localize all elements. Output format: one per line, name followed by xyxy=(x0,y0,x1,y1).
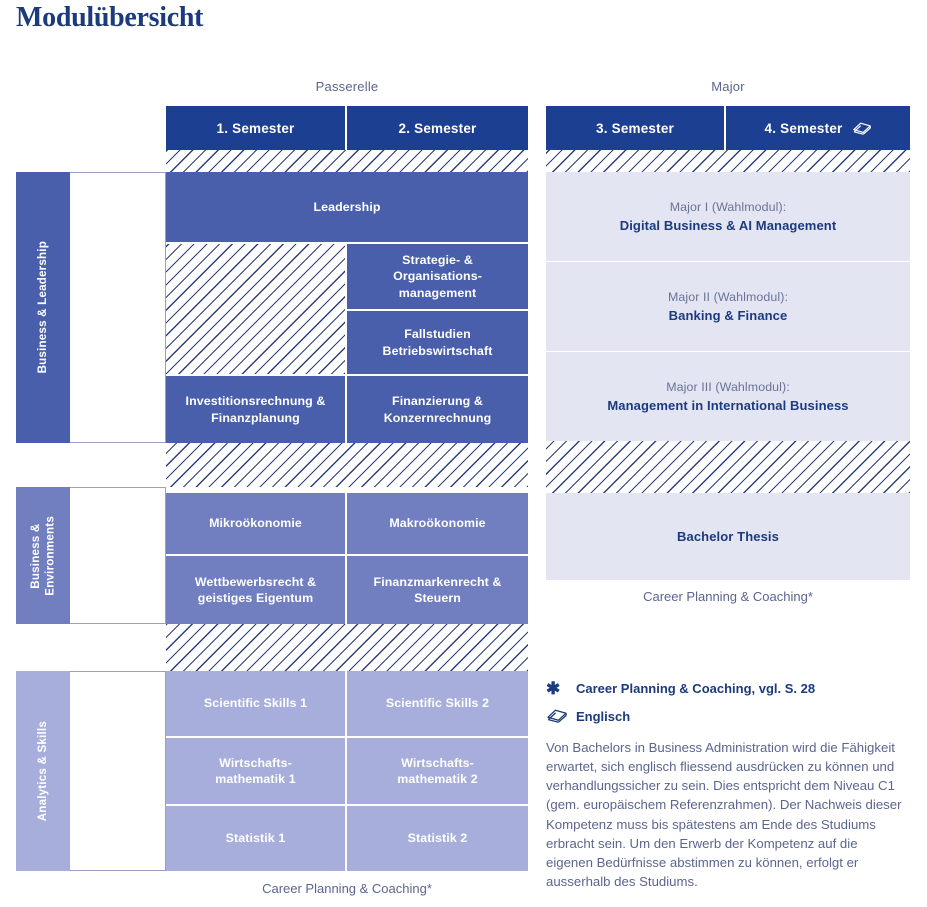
module-scientific-skills-2[interactable]: Scientific Skills 2 xyxy=(347,671,528,736)
legend-paragraph: Von Bachelors in Business Administration… xyxy=(546,740,902,889)
module-wima2-label: Wirtschafts- mathematik 2 xyxy=(397,755,478,786)
module-major-2-sub: Major II (Wahlmodul): xyxy=(667,289,789,304)
semester-header-2-label: 2. Semester xyxy=(398,120,477,136)
track-box-business-environments xyxy=(70,487,166,624)
module-major-3[interactable]: Major III (Wahlmodul): Management in Int… xyxy=(546,352,910,441)
track-label-business-environments: Business & Environments xyxy=(16,487,70,624)
hatch-block-strategie-left xyxy=(166,244,345,374)
track-label-business-leadership-text: Business & Leadership xyxy=(35,241,49,374)
footnote-major: Career Planning & Coaching* xyxy=(643,589,813,604)
module-wima1-label: Wirtschafts- mathematik 1 xyxy=(215,755,296,786)
module-major-1[interactable]: Major I (Wahlmodul): Digital Business & … xyxy=(546,172,910,261)
book-icon xyxy=(852,121,872,136)
hatch-strip-major-top xyxy=(546,150,910,172)
module-fallstudien-betriebswirtschaft[interactable]: Fallstudien Betriebswirtschaft xyxy=(347,311,528,374)
module-major-2-main: Banking & Finance xyxy=(668,308,788,324)
module-wirtschaftsmathematik-2[interactable]: Wirtschafts- mathematik 2 xyxy=(347,738,528,804)
legend-item-career-planning-label: Career Planning & Coaching, vgl. S. 28 xyxy=(576,681,816,696)
track-label-business-environments-text: Business & Environments xyxy=(28,515,56,596)
track-box-business-leadership xyxy=(70,172,166,443)
module-stat2-label: Statistik 2 xyxy=(407,831,468,846)
module-sci2-label: Scientific Skills 2 xyxy=(385,696,490,711)
semester-header-4-label: 4. Semester xyxy=(764,120,843,136)
semester-header-4[interactable]: 4. Semester xyxy=(726,106,910,150)
module-stat1-label: Statistik 1 xyxy=(225,831,286,846)
module-statistik-2[interactable]: Statistik 2 xyxy=(347,806,528,871)
module-major-1-main: Digital Business & AI Management xyxy=(619,218,837,234)
module-finanzmarkt-label: Finanzmarkenrecht & Steuern xyxy=(373,574,502,605)
legend-item-career-planning: ✱ Career Planning & Coaching, vgl. S. 28 xyxy=(546,680,815,697)
module-mikro-label: Mikroökonomie xyxy=(209,516,302,531)
hatch-strip-passerelle-top xyxy=(166,150,528,172)
semester-header-1-label: 1. Semester xyxy=(216,120,295,136)
module-major-3-sub: Major III (Wahlmodul): xyxy=(666,379,790,394)
module-makrooekonomie[interactable]: Makroökonomie xyxy=(347,493,528,554)
group-caption-passerelle: Passerelle xyxy=(315,79,379,94)
module-makro-label: Makroökonomie xyxy=(389,516,486,531)
track-label-analytics-skills: Analytics & Skills xyxy=(16,671,70,871)
module-leadership-label: Leadership xyxy=(313,199,381,214)
module-major-3-main: Management in International Business xyxy=(607,398,849,414)
book-icon xyxy=(546,708,576,724)
track-label-business-leadership: Business & Leadership xyxy=(16,172,70,443)
module-fallstudien-label: Fallstudien Betriebswirtschaft xyxy=(382,327,493,358)
legend-item-englisch: Englisch xyxy=(546,708,630,724)
module-wettbewerb-label: Wettbewerbsrecht & geistiges Eigentum xyxy=(194,574,317,605)
semester-header-3-label: 3. Semester xyxy=(596,120,674,136)
module-bachelor-thesis[interactable]: Bachelor Thesis xyxy=(546,493,910,580)
module-sci1-label: Scientific Skills 1 xyxy=(203,696,308,711)
module-finanzmarkenrecht-steuern[interactable]: Finanzmarkenrecht & Steuern xyxy=(347,556,528,624)
module-statistik-1[interactable]: Statistik 1 xyxy=(166,806,345,871)
legend-item-englisch-label: Englisch xyxy=(576,708,631,724)
track-box-analytics-skills xyxy=(70,671,166,871)
module-finanzierung-konzernrechnung[interactable]: Finanzierung & Konzernrechnung xyxy=(347,376,528,443)
semester-header-2[interactable]: 2. Semester xyxy=(347,106,528,150)
group-caption-major: Major xyxy=(711,79,745,94)
module-bachelor-thesis-label: Bachelor Thesis xyxy=(677,528,779,544)
module-major-2[interactable]: Major II (Wahlmodul): Banking & Finance xyxy=(546,262,910,351)
module-major-1-sub: Major I (Wahlmodul): xyxy=(669,199,787,214)
module-wirtschaftsmathematik-1[interactable]: Wirtschafts- mathematik 1 xyxy=(166,738,345,804)
module-strategie-label: Strategie- & Organisations- management xyxy=(393,252,482,300)
module-finanzierung-label: Finanzierung & Konzernrechnung xyxy=(383,394,492,425)
module-investitionsrechnung-finanzplanung[interactable]: Investitionsrechnung & Finanzplanung xyxy=(166,376,345,443)
module-scientific-skills-1[interactable]: Scientific Skills 1 xyxy=(166,671,345,736)
page-title: Modulübersicht xyxy=(16,2,204,33)
module-investitions-label: Investitionsrechnung & Finanzplanung xyxy=(185,394,326,425)
module-wettbewerbsrecht-geistiges-eigentum[interactable]: Wettbewerbsrecht & geistiges Eigentum xyxy=(166,556,345,624)
hatch-strip-passerelle-mid1 xyxy=(166,443,528,487)
footnote-passerelle: Career Planning & Coaching* xyxy=(262,881,432,896)
hatch-strip-major-mid xyxy=(546,441,910,493)
module-strategie-organisationsmanagement[interactable]: Strategie- & Organisations- management xyxy=(347,244,528,309)
semester-header-3[interactable]: 3. Semester xyxy=(546,106,724,150)
hatch-strip-passerelle-mid2 xyxy=(166,624,528,671)
track-label-analytics-skills-text: Analytics & Skills xyxy=(35,720,49,822)
asterisk-icon: ✱ xyxy=(546,679,561,698)
semester-header-1[interactable]: 1. Semester xyxy=(166,106,345,150)
module-leadership[interactable]: Leadership xyxy=(166,172,528,242)
module-mikrooekonomie[interactable]: Mikroökonomie xyxy=(166,493,345,554)
